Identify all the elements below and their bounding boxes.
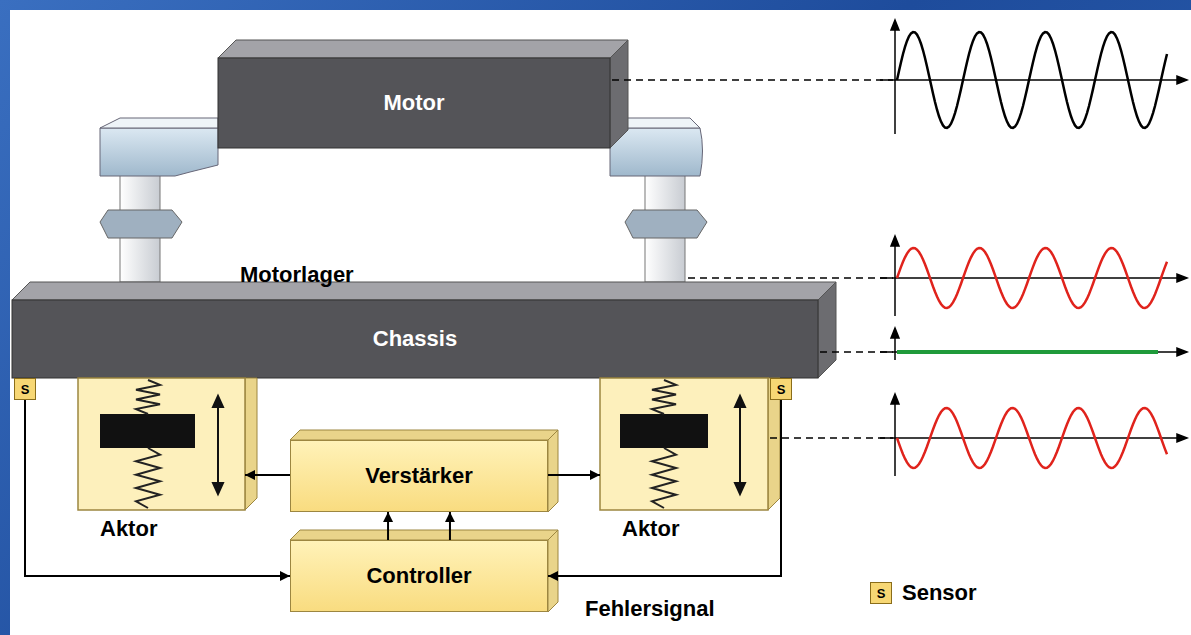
motor-mount-left	[100, 118, 218, 282]
actuator-left-body	[100, 414, 195, 448]
signal-arrow	[548, 474, 600, 476]
sensor-box: S	[770, 378, 792, 400]
axis	[880, 351, 1180, 353]
chassis-label-box: Chassis	[12, 300, 818, 378]
actuator-right-body	[600, 378, 768, 510]
dashed-leader	[612, 80, 893, 438]
signal-arrow	[387, 512, 389, 540]
node-label: Controller	[366, 563, 471, 589]
sensor-box: S	[14, 378, 36, 400]
spring	[136, 448, 160, 508]
axis	[891, 328, 899, 338]
chassis-block	[12, 282, 836, 300]
spring	[136, 380, 160, 414]
node-label: S	[21, 382, 30, 397]
motor-vibration-wave	[897, 32, 1167, 128]
motion-arrow	[739, 404, 741, 486]
box-depth	[548, 530, 558, 612]
motor-label-box: Motor	[218, 58, 610, 148]
spring	[652, 380, 676, 414]
chassis-flat-signal	[897, 350, 1158, 354]
controller-box: Controller	[290, 540, 548, 612]
signal-arrow	[548, 400, 781, 576]
legend-sensor-symbol: S	[870, 582, 892, 604]
motion-arrow	[213, 396, 223, 407]
box-depth	[548, 430, 558, 512]
edge-label: Fehlersignal	[583, 596, 717, 622]
motor-mount-right	[610, 118, 707, 282]
actuator-label: Aktor	[100, 516, 157, 542]
actuator-right-body	[620, 414, 708, 448]
node-label: Verstärker	[365, 463, 473, 489]
motor-block	[218, 40, 628, 58]
spring	[652, 448, 676, 508]
axis	[1177, 274, 1187, 282]
motor-mount-left	[100, 128, 218, 176]
chassis-block	[12, 300, 818, 378]
axis	[1177, 348, 1187, 356]
chassis-block	[12, 282, 836, 378]
dashed-leader	[688, 277, 893, 279]
motor-mount-left	[100, 118, 218, 128]
dashed-leader	[612, 79, 893, 81]
motion-arrow	[735, 396, 745, 407]
signal-arrow	[245, 474, 290, 476]
motion-arrow	[735, 483, 745, 494]
mount-vibration-wave	[897, 248, 1167, 308]
box-depth	[290, 530, 558, 540]
actuator-left-body	[245, 378, 257, 510]
dashed-leader	[770, 437, 893, 439]
actuator-box: Aktor	[78, 378, 245, 510]
box-depth	[290, 430, 558, 440]
signal-arrow	[25, 400, 290, 576]
box-depth	[290, 430, 558, 612]
motor-block	[218, 40, 628, 148]
amplifier-box: Verstärker	[290, 440, 548, 512]
actuator-label: Aktor	[622, 516, 679, 542]
chassis-block	[818, 282, 836, 378]
motor-block	[218, 58, 610, 148]
motor-mount-right	[625, 210, 707, 238]
node-label: Motor	[383, 90, 444, 116]
motor-block	[610, 40, 628, 148]
motion-arrow	[217, 404, 219, 486]
legend-text: Sensor	[902, 580, 977, 606]
actuator-box: Aktor	[600, 378, 768, 510]
signal-arrow	[449, 512, 451, 540]
actuator-counter-wave	[897, 408, 1167, 468]
mount-label: Motorlager	[240, 262, 354, 288]
actuator-left-body	[78, 378, 257, 510]
axis	[880, 20, 1187, 476]
axis	[894, 242, 896, 316]
axis	[1177, 434, 1187, 442]
axis	[891, 236, 899, 246]
motor-mount-right	[610, 128, 703, 176]
motor-mount-left	[100, 210, 182, 238]
motion-arrow	[213, 483, 223, 494]
axis	[891, 20, 899, 30]
actuator-right-body	[600, 378, 780, 510]
axis	[891, 394, 899, 404]
axis	[1177, 76, 1187, 84]
node-label: Chassis	[373, 326, 457, 352]
actuator-left-body	[78, 378, 245, 510]
node-label: S	[777, 382, 786, 397]
